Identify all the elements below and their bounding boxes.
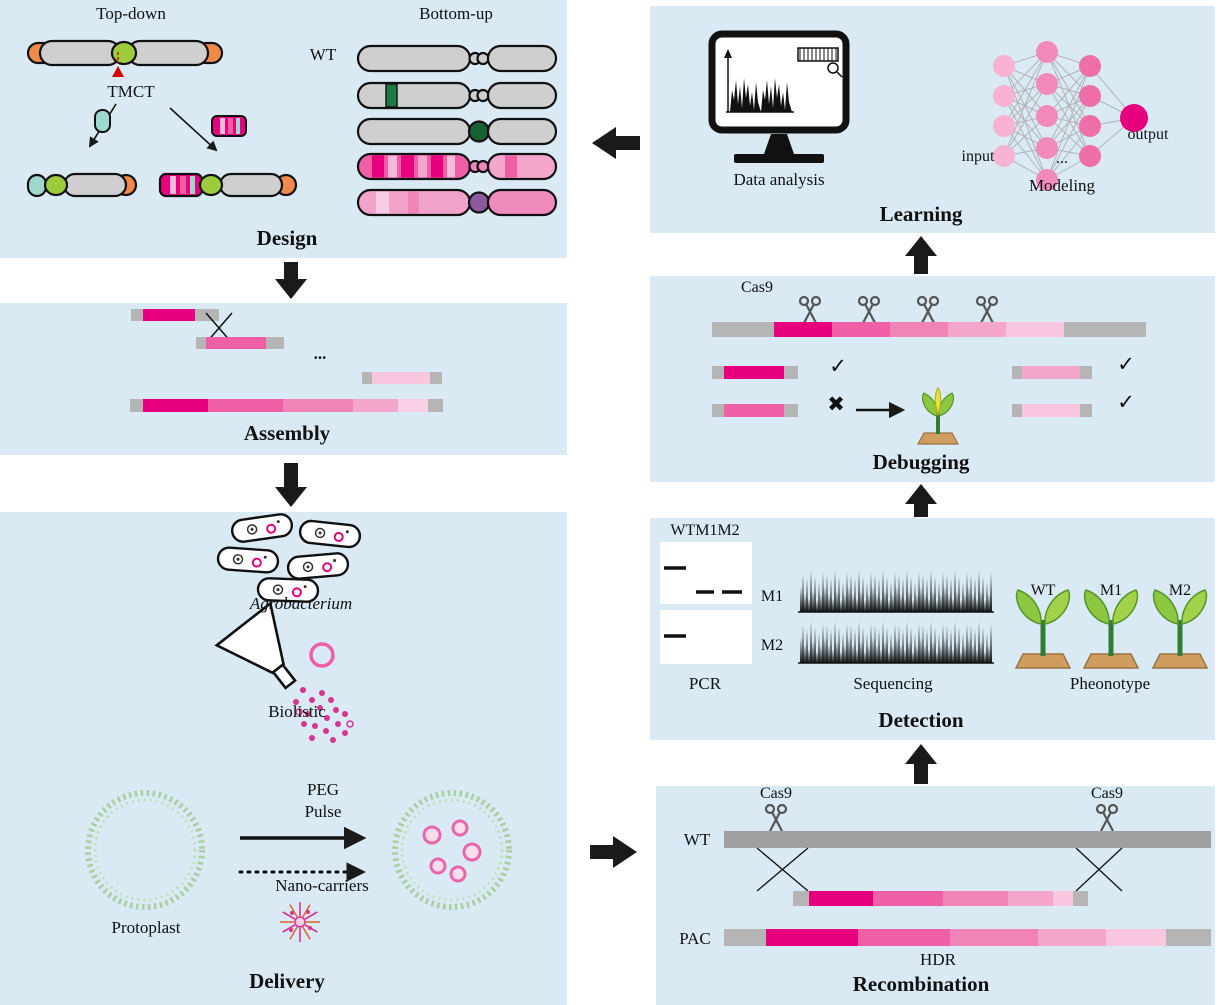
design-title: Design xyxy=(256,226,318,250)
agrobacterium-label: Agrobacterium xyxy=(249,594,353,613)
design-panel xyxy=(0,0,567,258)
check-bottom-right: ✓ xyxy=(1117,390,1135,414)
arrow-recombination-to-detection xyxy=(905,744,937,784)
arrow-assembly-to-delivery xyxy=(275,463,307,507)
sequencing-label: Sequencing xyxy=(853,674,933,693)
delivery-panel xyxy=(0,512,567,1005)
design-wt-label: WT xyxy=(309,45,337,64)
plant-m1-label: M1 xyxy=(1099,582,1123,599)
arrow-delivery-to-recombination xyxy=(590,836,637,868)
bottom-up-label: Bottom-up xyxy=(419,4,493,23)
top-down-label: Top-down xyxy=(96,4,166,23)
detection-title: Detection xyxy=(878,708,964,732)
detection-panel xyxy=(650,518,1215,740)
arrow-learning-to-design xyxy=(592,127,640,159)
phenotype-label: Pheonotype xyxy=(1069,674,1151,693)
plant-wt-label: WT xyxy=(1030,582,1056,599)
recombination-title: Recombination xyxy=(852,972,990,996)
input-label: input xyxy=(961,148,995,165)
learning-title: Learning xyxy=(879,202,963,226)
m2-label: M2 xyxy=(760,637,784,654)
check-top-left: ✓ xyxy=(829,354,847,378)
arrow-debugging-to-learning xyxy=(905,236,937,274)
m1-label: M1 xyxy=(760,588,784,605)
biolistic-label: Biolistic xyxy=(268,702,326,721)
learning-panel xyxy=(650,6,1215,233)
recomb-wt-label: WT xyxy=(683,830,711,849)
modeling-label: Modeling xyxy=(1028,176,1096,195)
protoplast-label: Protoplast xyxy=(111,918,181,937)
peg-label: PEG xyxy=(306,780,340,799)
output-label: output xyxy=(1127,126,1169,143)
debugging-title: Debugging xyxy=(872,450,970,474)
gel-header-label: WTM1M2 xyxy=(670,522,740,539)
data-analysis-label: Data analysis xyxy=(733,170,825,189)
pulse-label: Pulse xyxy=(304,802,342,821)
tmct-label: TMCT xyxy=(107,82,155,101)
cross-bottom-left: ✖ xyxy=(827,392,845,416)
debug-cas9-label: Cas9 xyxy=(741,279,773,296)
cas9-right-label: Cas9 xyxy=(1091,785,1123,802)
check-top-right: ✓ xyxy=(1117,352,1135,376)
assembly-title: Assembly xyxy=(243,421,331,445)
assembly-panel xyxy=(0,303,567,455)
pac-label: PAC xyxy=(679,929,711,948)
arrow-design-to-assembly xyxy=(275,262,307,299)
hdr-label: HDR xyxy=(920,950,956,969)
arrow-detection-to-debugging xyxy=(905,484,937,517)
pcr-label: PCR xyxy=(688,674,722,693)
assembly-ellipsis: ... xyxy=(313,344,327,363)
plant-m2-label: M2 xyxy=(1168,582,1192,599)
delivery-title: Delivery xyxy=(249,969,325,993)
nn-ellipsis: ... xyxy=(1056,150,1068,167)
nanocarriers-label: Nano-carriers xyxy=(275,876,369,895)
cas9-left-label: Cas9 xyxy=(760,785,792,802)
